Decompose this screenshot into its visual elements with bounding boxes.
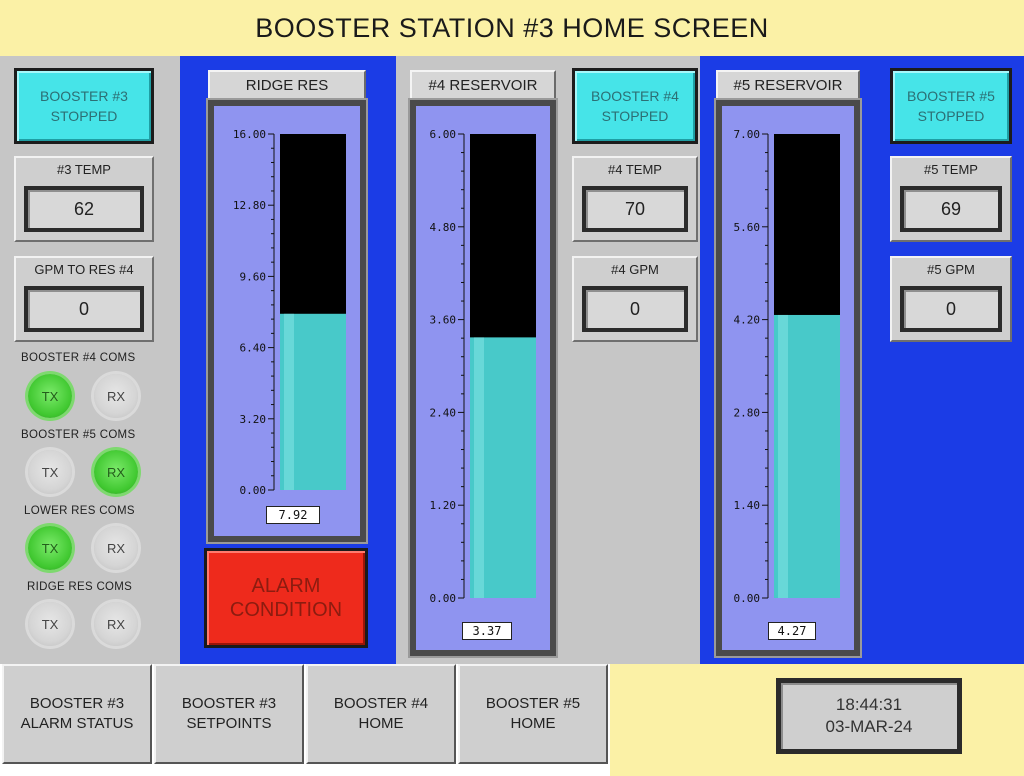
tank-tick-label: 2.40 [430, 406, 457, 419]
clock-time: 18:44:31 [835, 695, 903, 714]
page-title-text: BOOSTER STATION #3 HOME SCREEN [255, 12, 769, 43]
nav-line2: ALARM STATUS [20, 715, 134, 732]
ridge-res-header: RIDGE RES [208, 70, 366, 100]
alarm-line2: CONDITION [229, 599, 343, 621]
booster5-gpm-value: 0 [900, 286, 1002, 332]
tank-tick-label: 0.00 [734, 592, 761, 605]
lower-res-rx-indicator: RX [94, 526, 138, 570]
booster5-status-line2: STOPPED [917, 108, 985, 124]
booster5-gpm-label: #5 GPM [927, 262, 975, 277]
tank-tick-label: 7.00 [734, 128, 761, 141]
booster4-rx-indicator: RX [94, 374, 138, 418]
tank-fluid-highlight [284, 313, 294, 490]
nav-booster4-home-button[interactable]: BOOSTER #4 HOME [306, 664, 456, 764]
booster4-temp-label: #4 TEMP [608, 162, 662, 177]
booster5-temp-value: 69 [900, 186, 1002, 232]
tank-tick-label: 0.00 [240, 484, 267, 497]
booster4-tx-indicator: TX [28, 374, 72, 418]
booster5-tx-indicator: TX [28, 450, 72, 494]
tank-tick-label: 6.00 [430, 128, 457, 141]
lower-res-tx-indicator: TX [28, 526, 72, 570]
booster3-temp-label: #3 TEMP [57, 162, 111, 177]
reservoir5-header: #5 RESERVOIR [716, 70, 860, 100]
coms-label-ridge-res: RIDGE RES COMS [27, 581, 133, 593]
nav-line1: BOOSTER #3 [181, 695, 277, 712]
tank-tick-label: 0.00 [430, 592, 457, 605]
tank-fluid-highlight [474, 337, 484, 598]
coms-label-booster5: BOOSTER #5 COMS [21, 429, 136, 441]
tank-fluid-highlight [778, 314, 788, 598]
page-title: BOOSTER STATION #3 HOME SCREEN [0, 0, 1024, 56]
reservoir4-header: #4 RESERVOIR [410, 70, 556, 100]
booster5-status-line1: BOOSTER #5 [907, 88, 995, 104]
booster4-gpm-label: #4 GPM [611, 262, 659, 277]
ridge-res-tx-indicator: TX [28, 602, 72, 646]
reservoir4-level-chart: 0.00 1.20 2.40 3.60 4.80 6.00 [430, 128, 536, 605]
booster3-gpm-box: GPM TO RES #4 0 [14, 256, 154, 342]
tank-tick-label: 2.80 [734, 406, 761, 419]
reservoir5-gauge: 0.00 1.40 2.80 4.20 5.60 7.00 4.27 [716, 100, 860, 656]
alarm-line1: ALARM [251, 575, 321, 597]
ridge-res-rx-indicator: RX [94, 602, 138, 646]
booster3-status-tile[interactable]: BOOSTER #3 STOPPED [14, 68, 154, 144]
booster3-status-line2: STOPPED [50, 108, 118, 124]
clock-date: 03-MAR-24 [825, 717, 913, 736]
booster3-temp-value: 62 [24, 186, 144, 232]
tank-tick-label: 3.20 [240, 413, 267, 426]
booster5-temp-box: #5 TEMP 69 [890, 156, 1012, 242]
booster5-temp-label: #5 TEMP [924, 162, 978, 177]
nav-line2: HOME [510, 715, 556, 732]
booster4-status-line2: STOPPED [601, 108, 669, 124]
tank-tick-label: 3.60 [430, 314, 457, 327]
date-time-display: 18:44:31 03-MAR-24 [776, 678, 962, 754]
coms-label-lower-res: LOWER RES COMS [24, 505, 135, 517]
booster3-gpm-label: GPM TO RES #4 [34, 262, 134, 277]
tank-tick-label: 5.60 [734, 221, 761, 234]
tank-tick-label: 6.40 [240, 342, 267, 355]
ridge-res-level-chart: 0.00 3.20 6.40 9.60 12.80 16.00 [233, 128, 346, 497]
reservoir4-level-readout: 3.37 [462, 622, 512, 640]
booster3-gpm-value: 0 [24, 286, 144, 332]
nav-line2: HOME [358, 715, 404, 732]
nav-booster5-home-button[interactable]: BOOSTER #5 HOME [458, 664, 608, 764]
booster4-temp-box: #4 TEMP 70 [572, 156, 698, 242]
ridge-res-level-readout: 7.92 [266, 506, 320, 524]
reservoir4-gauge: 0.00 1.20 2.40 3.60 4.80 6.00 3.37 [410, 100, 556, 656]
tank-tick-label: 1.20 [430, 499, 457, 512]
nav-line1: BOOSTER #3 [29, 695, 125, 712]
tank-tick-label: 1.40 [734, 499, 761, 512]
booster4-status-tile[interactable]: BOOSTER #4 STOPPED [572, 68, 698, 144]
booster3-status-line1: BOOSTER #3 [40, 88, 128, 104]
ridge-res-gauge: 0.00 3.20 6.40 9.60 12.80 16.00 7.92 [208, 100, 366, 542]
nav-line1: BOOSTER #5 [485, 695, 581, 712]
reservoir5-level-chart: 0.00 1.40 2.80 4.20 5.60 7.00 [734, 128, 840, 605]
booster4-status-line1: BOOSTER #4 [591, 88, 679, 104]
reservoir5-level-readout: 4.27 [768, 622, 816, 640]
nav-line2: SETPOINTS [186, 715, 272, 732]
booster4-gpm-box: #4 GPM 0 [572, 256, 698, 342]
booster5-gpm-box: #5 GPM 0 [890, 256, 1012, 342]
nav-line1: BOOSTER #4 [333, 695, 429, 712]
tank-tick-label: 12.80 [233, 199, 266, 212]
tank-tick-label: 9.60 [240, 270, 267, 283]
coms-label-booster4: BOOSTER #4 COMS [21, 352, 136, 364]
nav-booster3-setpoints-button[interactable]: BOOSTER #3 SETPOINTS [154, 664, 304, 764]
nav-booster3-alarm-status-button[interactable]: BOOSTER #3 ALARM STATUS [2, 664, 152, 764]
tank-tick-label: 16.00 [233, 128, 266, 141]
booster5-rx-indicator: RX [94, 450, 138, 494]
tank-tick-label: 4.20 [734, 314, 761, 327]
tank-tick-label: 4.80 [430, 221, 457, 234]
alarm-condition-indicator[interactable]: ALARM CONDITION [204, 548, 368, 648]
booster3-temp-box: #3 TEMP 62 [14, 156, 154, 242]
booster5-status-tile[interactable]: BOOSTER #5 STOPPED [890, 68, 1012, 144]
booster4-temp-value: 70 [582, 186, 688, 232]
booster4-gpm-value: 0 [582, 286, 688, 332]
